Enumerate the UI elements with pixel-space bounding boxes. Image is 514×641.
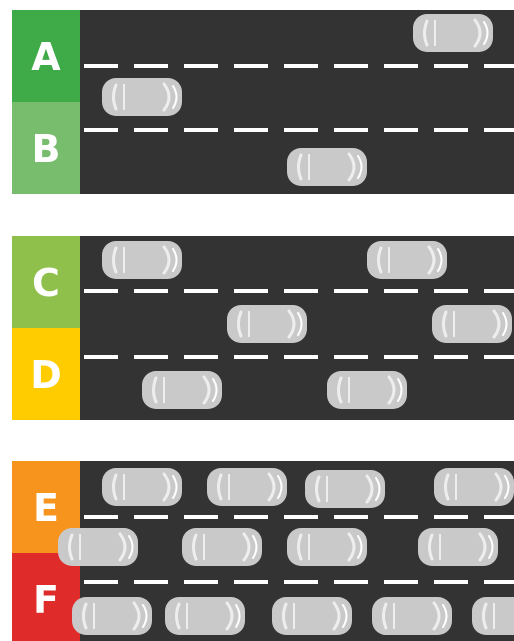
car-icon [272,597,352,635]
car-icon [305,470,385,508]
car-icon [472,597,514,635]
car-icon [72,597,152,635]
car-icon [165,597,245,635]
car-icon [432,305,512,343]
grade-letter-b: B [32,127,61,171]
car-icon [102,241,182,279]
car-icon [434,468,514,506]
car-icon [367,241,447,279]
car-icon [227,305,307,343]
car-icon [418,528,498,566]
car-icon [102,78,182,116]
grade-letter-a: A [31,35,61,79]
grade-letter-d: D [30,353,62,397]
grade-letter-e: E [33,486,59,530]
car-icon [287,148,367,186]
car-icon [182,528,262,566]
car-icon [413,14,493,52]
car-icon [142,371,222,409]
grade-letter-f: F [33,578,59,622]
car-icon [327,371,407,409]
car-icon [287,528,367,566]
car-icon [207,468,287,506]
car-icon [372,597,452,635]
car-icon [58,528,138,566]
grade-letter-c: C [32,261,60,305]
car-icon [102,468,182,506]
